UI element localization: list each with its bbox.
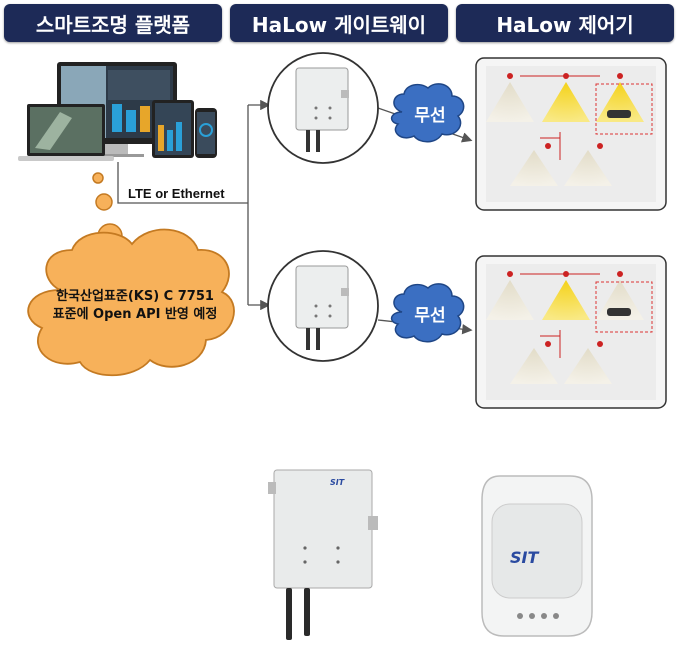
gateway-logo: SIT	[330, 478, 345, 487]
gateway-product-image	[268, 469, 378, 640]
header-halow-controller: HaLow 제어기	[456, 4, 674, 42]
gateway-bottom	[267, 250, 379, 362]
wireless-label-top: 무선	[414, 106, 446, 126]
controller-logo: SIT	[510, 548, 539, 567]
controller-panel-bottom	[475, 255, 667, 409]
header-smart-lighting-platform: 스마트조명 플랫폼	[4, 4, 222, 42]
wireless-label-bottom: 무선	[414, 306, 446, 326]
controller-product-image	[481, 475, 593, 637]
wireless-cloud-top	[390, 83, 465, 143]
note-line-2: 표준에 Open API 반영 예정	[52, 307, 218, 322]
note-line-1: 한국산업표준(KS) C 7751	[56, 289, 214, 304]
gateway-top	[267, 52, 379, 164]
note-text: 한국산업표준(KS) C 7751 표준에 Open API 반영 예정	[40, 288, 230, 324]
controller-panel-top	[475, 57, 667, 211]
header-halow-gateway: HaLow 게이트웨이	[230, 4, 448, 42]
link-label: LTE or Ethernet	[128, 186, 225, 201]
note-cloud	[27, 228, 235, 377]
wireless-cloud-bottom	[390, 283, 465, 343]
device-cluster	[18, 62, 217, 161]
